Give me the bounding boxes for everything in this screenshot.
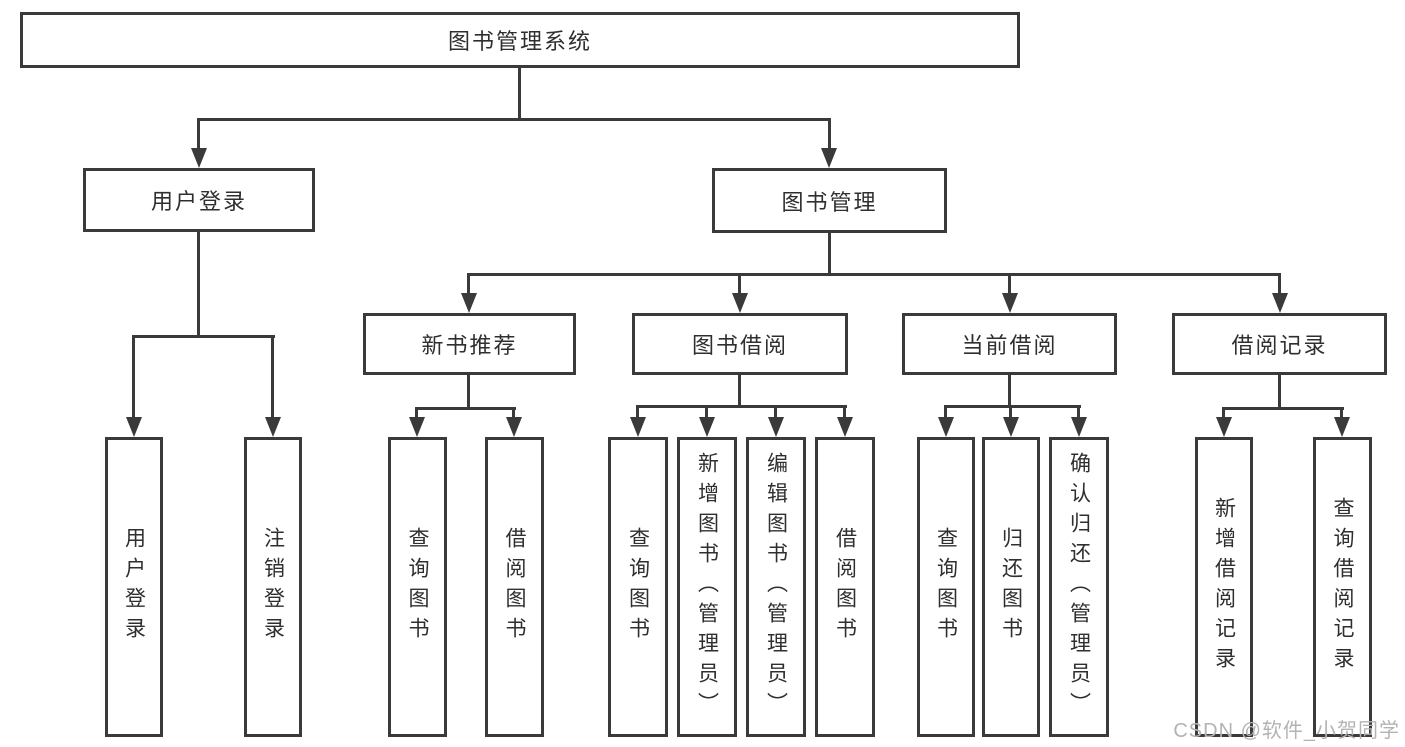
node-label: 新增借阅记录 <box>1212 497 1236 677</box>
arrowhead-down <box>837 417 853 437</box>
leaf-records-query-borrow-record: 查询借阅记录 <box>1313 437 1372 737</box>
node-label: 借阅记录 <box>1231 333 1328 358</box>
arrowhead-down <box>1272 293 1288 313</box>
connector-stem <box>944 405 947 419</box>
connector-stem <box>512 407 515 419</box>
arrowhead-down <box>768 417 784 437</box>
connector-hline <box>197 118 831 121</box>
connector-vline <box>738 375 741 408</box>
arrowhead-down <box>821 148 837 168</box>
connector-stem <box>705 405 708 419</box>
arrowhead-down <box>409 417 425 437</box>
connector-vline <box>518 68 521 120</box>
connector-stem <box>1222 407 1225 419</box>
arrowhead-down <box>1002 293 1018 313</box>
node-label: 借阅图书 <box>503 527 526 647</box>
arrowhead-down <box>938 417 954 437</box>
connector-hline <box>944 405 1081 408</box>
connector-hline <box>415 407 516 410</box>
connector-stem <box>1278 273 1281 295</box>
connector-hline <box>467 273 1281 276</box>
node-label: 查询图书 <box>406 527 429 647</box>
connector-stem <box>132 335 135 419</box>
node-user-login: 用户登录 <box>83 168 315 232</box>
leaf-logout: 注销登录 <box>244 437 302 737</box>
connector-hline <box>132 335 275 338</box>
leaf-current-confirm-return-admin: 确认归还（管理员） <box>1049 437 1109 737</box>
arrowhead-down <box>732 293 748 313</box>
node-new-book-recommendation: 新书推荐 <box>363 313 576 375</box>
node-book-management: 图书管理 <box>712 168 947 233</box>
connector-stem <box>738 273 741 295</box>
arrowhead-down <box>630 417 646 437</box>
connector-stem <box>197 118 200 150</box>
connector-stem <box>774 405 777 419</box>
node-label: 用户登录 <box>150 189 247 214</box>
connector-stem <box>1009 405 1012 419</box>
node-label: 当前借阅 <box>961 333 1058 358</box>
leaf-records-add-borrow-record: 新增借阅记录 <box>1195 437 1253 737</box>
node-label: 图书借阅 <box>691 333 788 358</box>
leaf-borrowing-edit-books-admin: 编辑图书（管理员） <box>746 437 806 737</box>
arrowhead-down <box>699 417 715 437</box>
node-borrowing-records: 借阅记录 <box>1172 313 1387 375</box>
watermark: CSDN @软件_小贺同学 <box>1173 720 1400 742</box>
leaf-borrowing-query-books: 查询图书 <box>608 437 668 737</box>
node-label: 图书管理系统 <box>447 29 592 54</box>
arrowhead-down <box>461 293 477 313</box>
node-label: 用户登录 <box>122 527 146 647</box>
leaf-current-query-books: 查询图书 <box>917 437 975 737</box>
node-library-management-system: 图书管理系统 <box>20 12 1020 68</box>
node-label: 查询图书 <box>626 527 650 647</box>
connector-vline <box>1278 375 1281 410</box>
arrowhead-down <box>191 148 207 168</box>
node-label: 归还图书 <box>999 527 1023 647</box>
connector-stem <box>271 335 274 419</box>
node-label: 借阅图书 <box>833 527 857 647</box>
connector-stem <box>828 118 831 150</box>
connector-stem <box>415 407 418 419</box>
node-book-borrowing: 图书借阅 <box>632 313 848 375</box>
arrowhead-down <box>1334 417 1350 437</box>
connector-hline <box>1222 407 1344 410</box>
connector-stem <box>467 273 470 295</box>
arrowhead-down <box>1071 417 1087 437</box>
connector-vline <box>828 233 831 275</box>
connector-stem <box>636 405 639 419</box>
leaf-newrec-query-books: 查询图书 <box>388 437 447 737</box>
arrowhead-down <box>506 417 522 437</box>
connector-vline <box>197 232 200 338</box>
node-label: 查询图书 <box>934 527 958 647</box>
leaf-user-login: 用户登录 <box>105 437 163 737</box>
node-label: 查询借阅记录 <box>1331 497 1354 677</box>
node-label: 新增图书（管理员） <box>695 452 719 722</box>
leaf-newrec-borrow-books: 借阅图书 <box>485 437 544 737</box>
node-current-borrowing: 当前借阅 <box>902 313 1117 375</box>
leaf-current-return-books: 归还图书 <box>982 437 1040 737</box>
node-label: 确认归还（管理员） <box>1067 452 1091 722</box>
leaf-borrowing-add-books-admin: 新增图书（管理员） <box>677 437 737 737</box>
node-label: 编辑图书（管理员） <box>764 452 788 722</box>
node-label: 新书推荐 <box>421 333 518 358</box>
arrowhead-down <box>265 417 281 437</box>
connector-stem <box>1008 273 1011 295</box>
arrowhead-down <box>1216 417 1232 437</box>
arrowhead-down <box>126 417 142 437</box>
connector-stem <box>1077 405 1080 419</box>
connector-stem <box>1340 407 1343 419</box>
connector-vline <box>467 375 470 410</box>
leaf-borrowing-borrow-books: 借阅图书 <box>815 437 875 737</box>
node-label: 注销登录 <box>261 527 285 647</box>
arrowhead-down <box>1003 417 1019 437</box>
node-label: 图书管理 <box>781 189 878 215</box>
connector-stem <box>843 405 846 419</box>
connector-vline <box>1008 375 1011 408</box>
connector-hline <box>636 405 847 408</box>
